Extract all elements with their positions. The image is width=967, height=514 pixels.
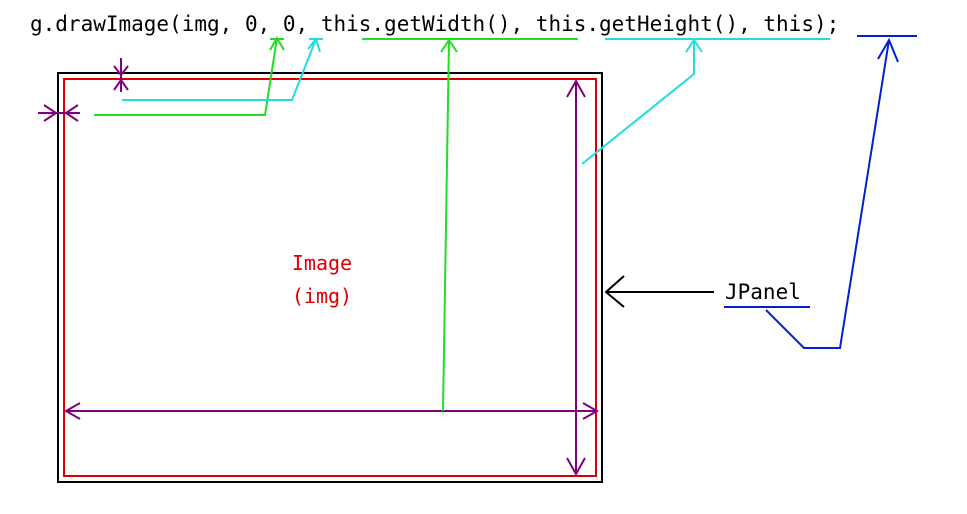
height-dimension-arrow <box>566 78 586 477</box>
image-sublabel: (img) <box>292 284 352 308</box>
code-sep-2: , <box>296 12 321 36</box>
code-arg-x: 0 <box>245 12 258 36</box>
code-sep-4: , <box>738 12 763 36</box>
x-offset-marker <box>38 104 80 122</box>
observer-arg-pointer <box>765 37 899 349</box>
y-arg-pointer <box>122 36 321 101</box>
code-sep-3: , <box>511 12 536 36</box>
code-suffix: ); <box>814 12 839 36</box>
y-offset-marker <box>113 58 129 92</box>
jpanel-border <box>57 72 603 483</box>
code-arg-observer: this <box>763 12 814 36</box>
code-prefix: g.drawImage(img, <box>30 12 245 36</box>
image-label: Image <box>292 251 352 275</box>
image-border <box>63 78 597 477</box>
height-arg-pointer <box>581 38 703 165</box>
code-sep-1: , <box>258 12 283 36</box>
width-dimension-arrow <box>63 402 600 420</box>
code-arg-y: 0 <box>283 12 296 36</box>
code-arg-height: this.getHeight() <box>536 12 738 36</box>
x-arg-pointer <box>94 36 285 116</box>
jpanel-pointer <box>604 275 714 308</box>
jpanel-label: JPanel <box>725 280 801 304</box>
code-arg-width: this.getWidth() <box>321 12 511 36</box>
width-arg-pointer <box>440 38 458 412</box>
code-line: g.drawImage(img, 0, 0, this.getWidth(), … <box>30 12 839 36</box>
